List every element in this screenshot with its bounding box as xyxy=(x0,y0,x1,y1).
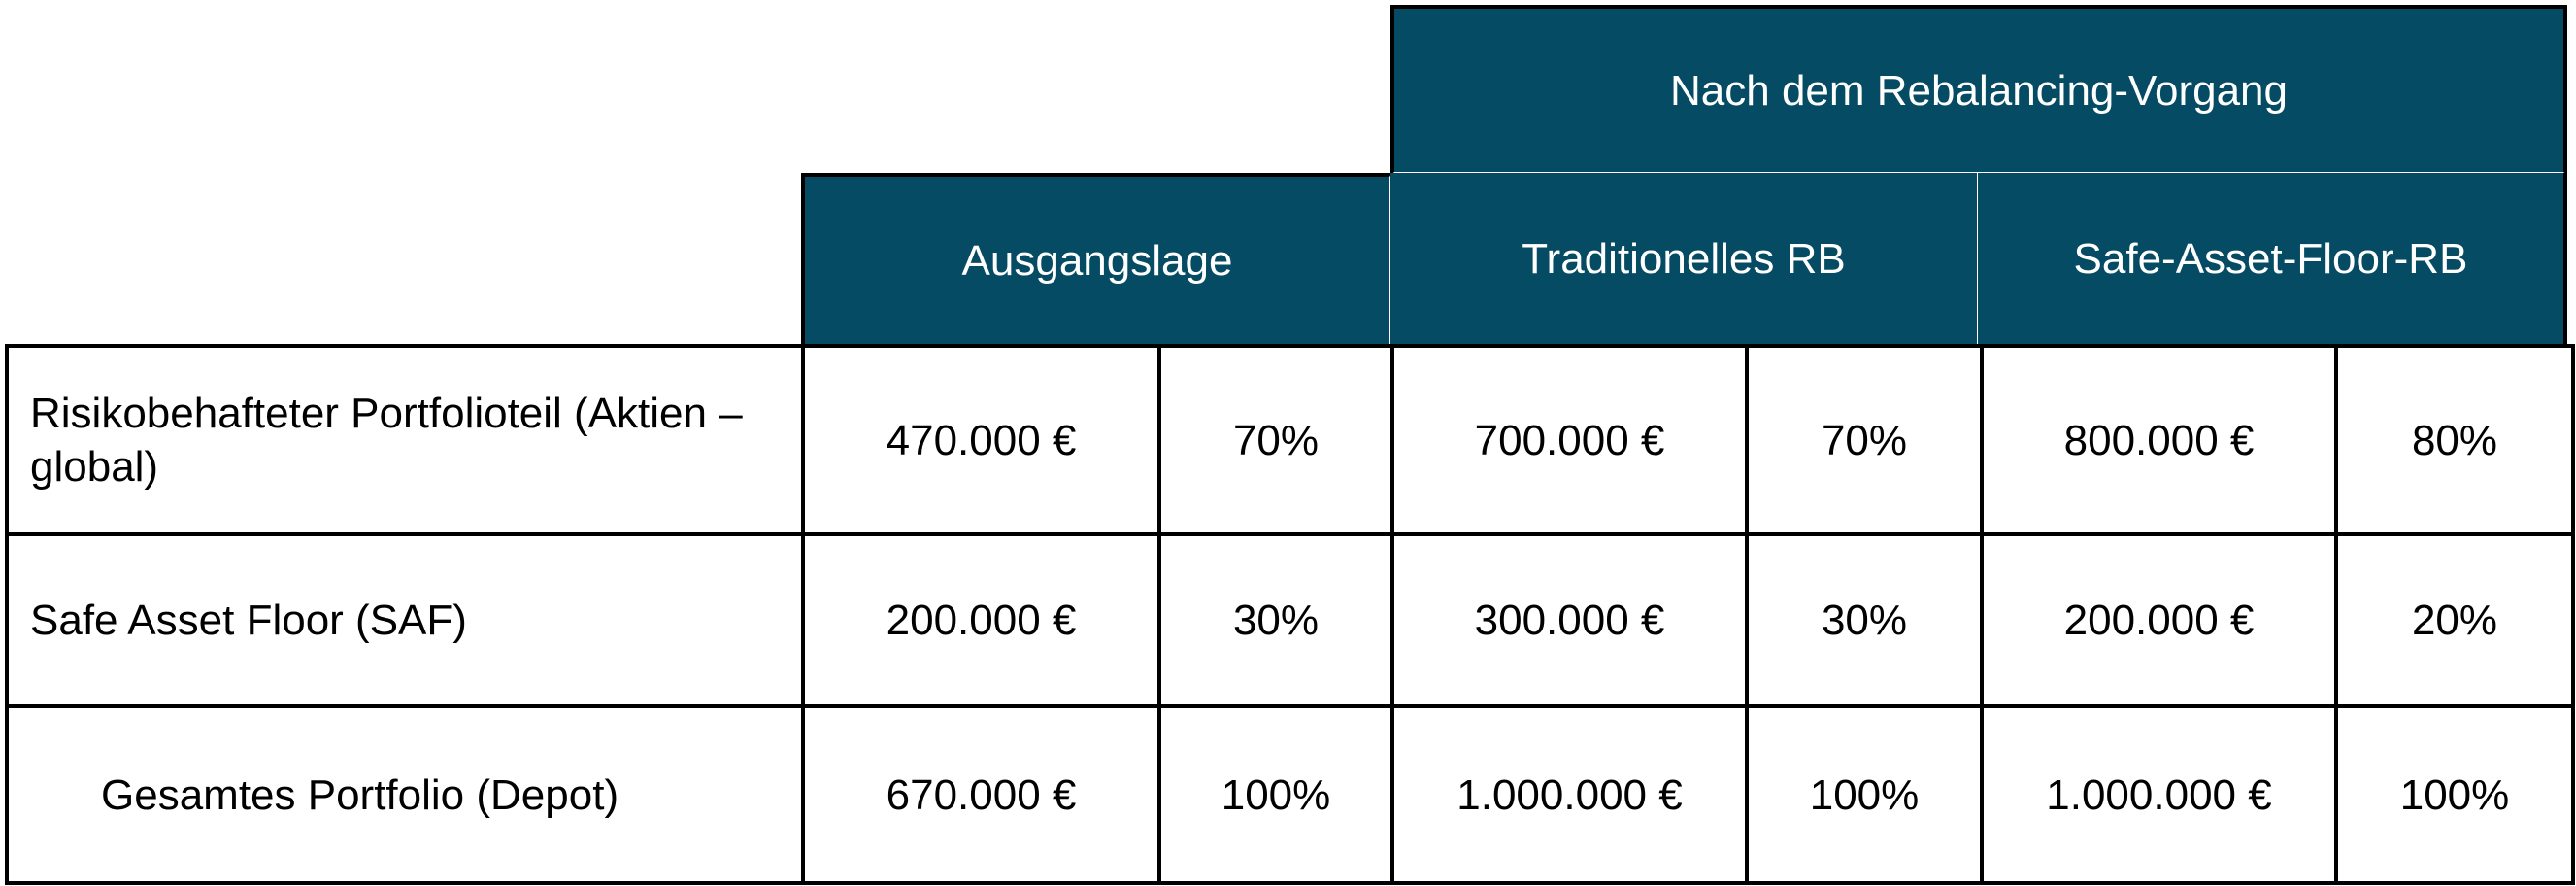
saf-value: 1.000.000 € xyxy=(1980,704,2338,885)
saf-value: 800.000 € xyxy=(1980,344,2338,536)
start-percent: 70% xyxy=(1157,344,1394,536)
header-traditionelles-rb: Traditionelles RB xyxy=(1390,173,1980,348)
header-group-after-rebalancing: Nach dem Rebalancing-Vorgang xyxy=(1390,5,2567,175)
row-label: Gesamtes Portfolio (Depot) xyxy=(5,704,805,885)
traditional-percent: 30% xyxy=(1745,532,1984,708)
saf-percent: 20% xyxy=(2334,532,2575,708)
start-value: 200.000 € xyxy=(801,532,1161,708)
traditional-percent: 70% xyxy=(1745,344,1984,536)
header-safe-asset-floor-rb: Safe-Asset-Floor-RB xyxy=(1978,173,2567,348)
row-label: Safe Asset Floor (SAF) xyxy=(5,532,805,708)
start-percent: 30% xyxy=(1157,532,1394,708)
row-label: Risikobehafteter Portfolioteil (Aktien –… xyxy=(5,344,805,536)
traditional-percent: 100% xyxy=(1745,704,1984,885)
saf-percent: 80% xyxy=(2334,344,2575,536)
saf-percent: 100% xyxy=(2334,704,2575,885)
traditional-value: 700.000 € xyxy=(1390,344,1749,536)
traditional-value: 300.000 € xyxy=(1390,532,1749,708)
header-ausgangslage: Ausgangslage xyxy=(801,173,1392,348)
start-value: 670.000 € xyxy=(801,704,1161,885)
traditional-value: 1.000.000 € xyxy=(1390,704,1749,885)
saf-value: 200.000 € xyxy=(1980,532,2338,708)
start-value: 470.000 € xyxy=(801,344,1161,536)
start-percent: 100% xyxy=(1157,704,1394,885)
